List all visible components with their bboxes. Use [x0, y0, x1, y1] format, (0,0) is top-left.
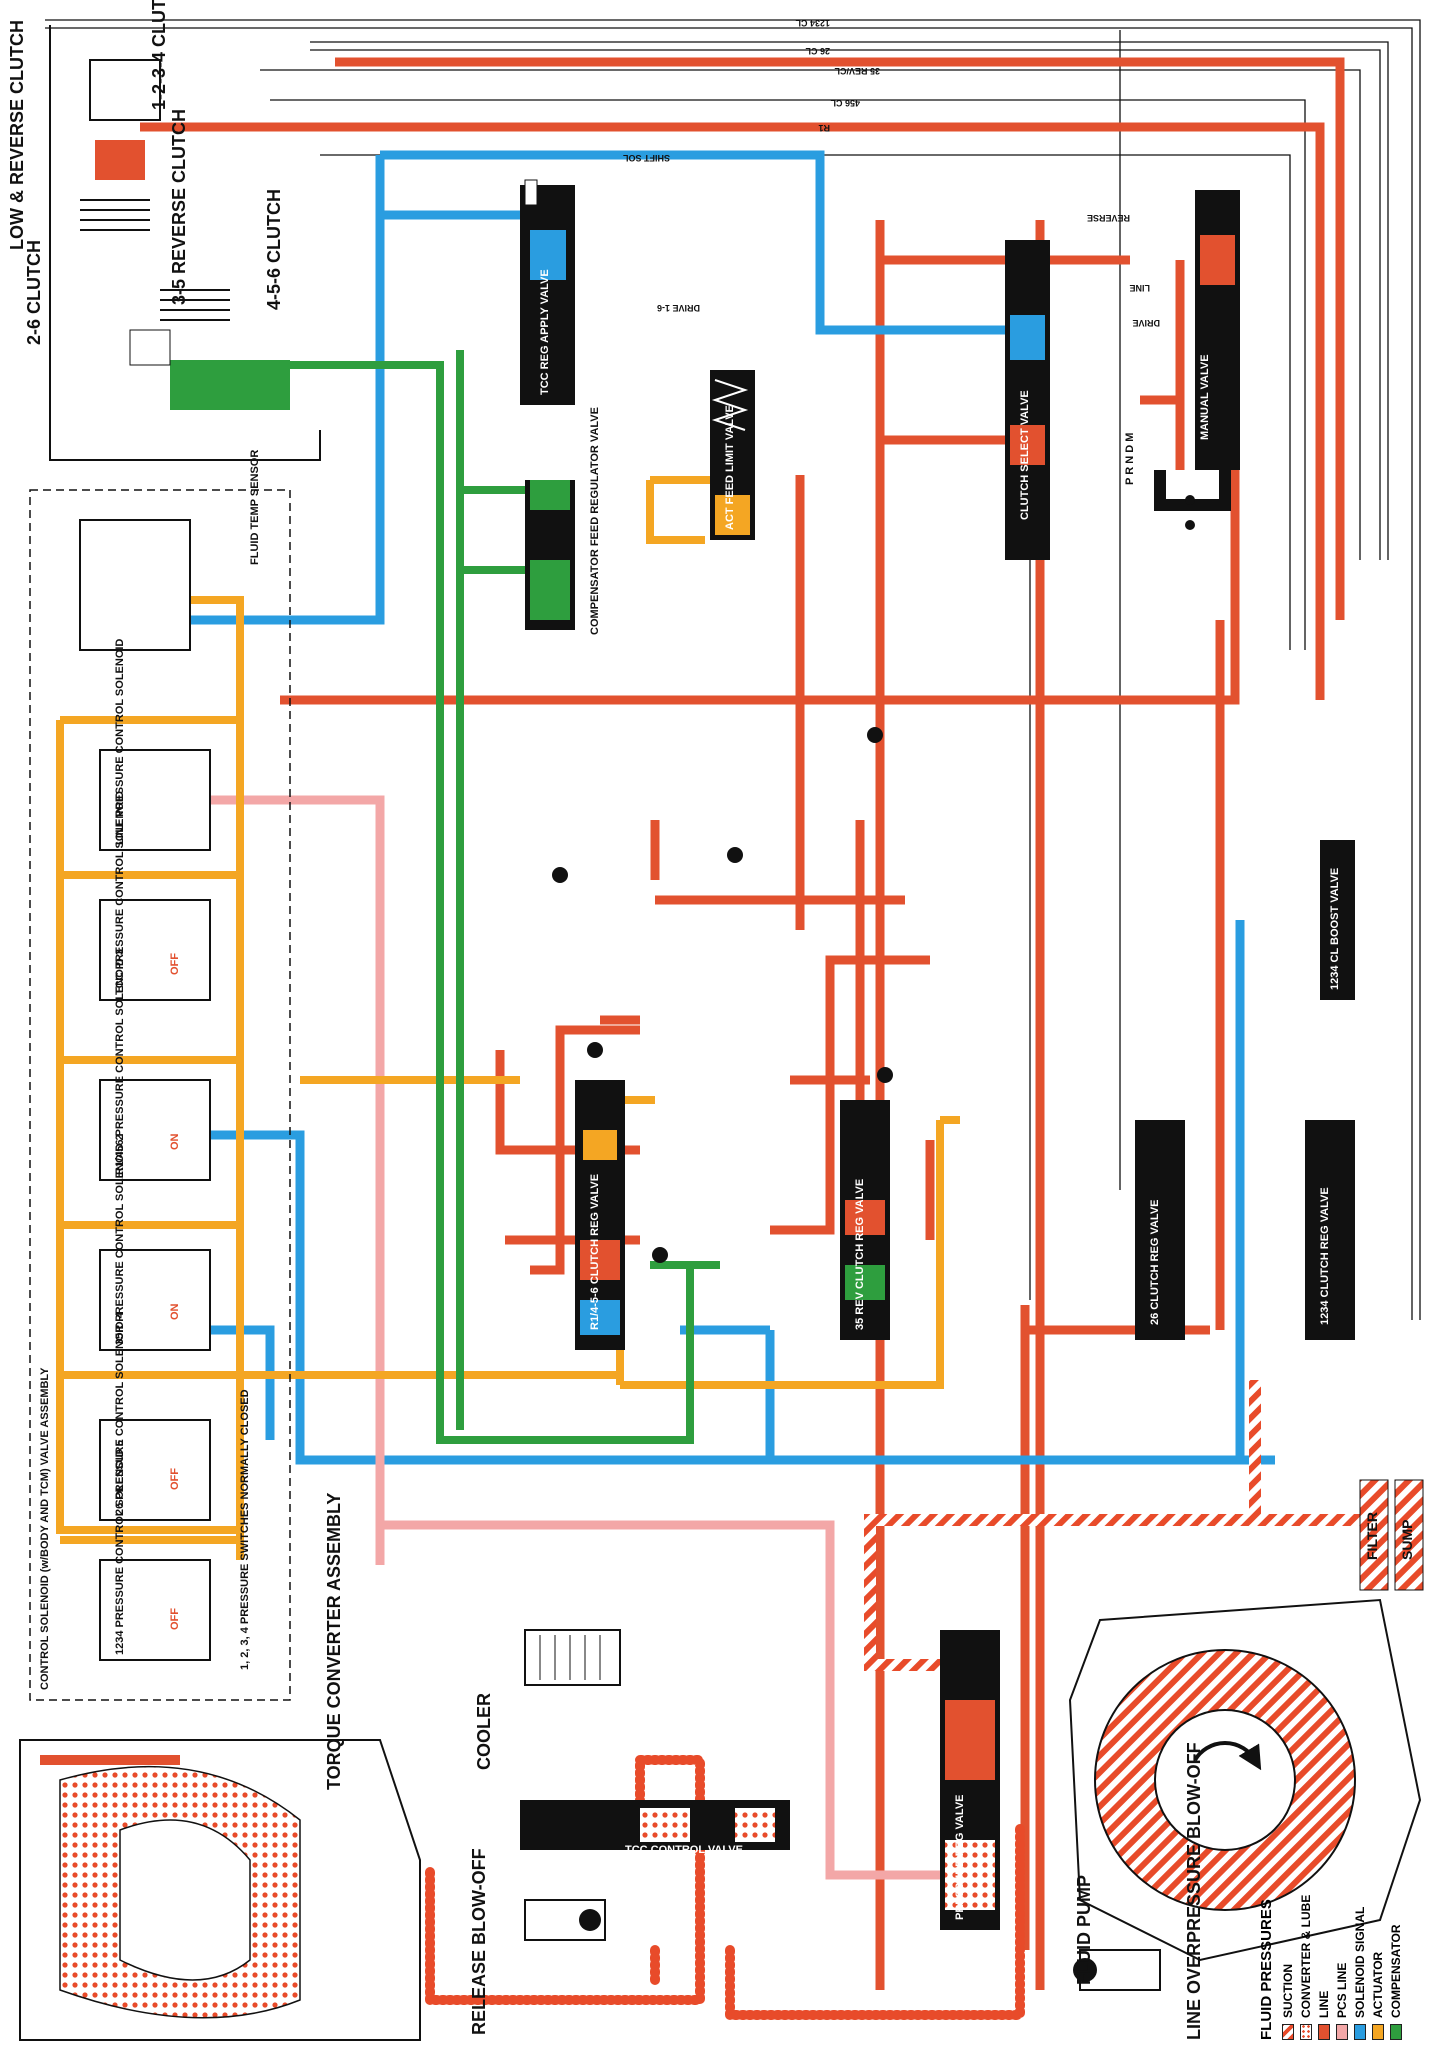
converter-passages: [425, 1755, 1025, 2020]
solenoid-state-r1456: ON: [169, 1133, 181, 1151]
legend-item-actuator: ACTUATOR: [1369, 1865, 1387, 2040]
fluid-pump: [1068, 1598, 1422, 1962]
legend-item-suction: SUCTION: [1279, 1865, 1297, 2040]
label-release-blowoff: RELEASE BLOW-OFF: [469, 1848, 489, 2035]
label-manual-valve: MANUAL VALVE: [1199, 354, 1211, 440]
label-1234-boost-valve: 1234 CL BOOST VALVE: [1329, 867, 1341, 990]
legend-item-compensator: COMPENSATOR: [1387, 1865, 1405, 2040]
label-sump: SUMP: [1399, 1519, 1415, 1560]
suction-passages: [864, 1380, 1380, 1671]
svg-text:456 CL: 456 CL: [830, 98, 860, 108]
label-fluid-pump: FLUID PUMP: [1074, 1875, 1094, 1985]
fluid-pressures-legend: FLUID PRESSURES SUCTION CONVERTER & LUBE…: [1258, 1865, 1445, 2040]
legend-item-solenoid-signal: SOLENOID SIGNAL: [1351, 1865, 1369, 2040]
solenoid-state-26: OFF: [169, 1468, 181, 1490]
1234-cl-boost-valve: [1320, 840, 1355, 1000]
svg-text:DRIVE: DRIVE: [1132, 318, 1160, 328]
clutch-assembly: [49, 25, 321, 461]
pressure-reg-valve: [940, 1630, 1000, 1930]
svg-text:SHIFT SOL: SHIFT SOL: [622, 153, 670, 163]
svg-text:1234 CL: 1234 CL: [795, 18, 830, 28]
label-clutch-select-valve: CLUTCH SELECT VALVE: [1019, 390, 1031, 520]
checkball-1: [867, 727, 883, 743]
label-tcc-reg-apply-valve: TCC REG APPLY VALVE: [539, 269, 551, 395]
checkball-group: [552, 727, 893, 1263]
control-solenoid-box: [29, 489, 291, 1701]
r1456-clutch-reg-valve: [575, 1080, 625, 1350]
cooler: [524, 1629, 621, 1686]
solenoid-stack: [79, 519, 211, 1661]
svg-text:35 REV/CL: 35 REV/CL: [834, 66, 880, 76]
label-456-clutch: 4-5-6 CLUTCH: [264, 188, 284, 310]
label-fluid-temp-sensor: FLUID TEMP SENSOR: [249, 449, 261, 565]
legend-item-line: LINE: [1315, 1865, 1333, 2040]
act-feed-limit-valve: [710, 370, 755, 540]
label-cooler: COOLER: [474, 1692, 494, 1770]
label-pressure-reg-valve: PRESSURE REG VALVE: [954, 1794, 966, 1920]
label-26-clutch: 2-6 CLUTCH: [24, 239, 44, 345]
label-low-reverse-clutch: LOW & REVERSE CLUTCH: [7, 19, 27, 250]
sump: [1394, 1479, 1424, 1591]
svg-text:26 CL: 26 CL: [805, 46, 830, 56]
label-35-reverse-clutch: 3-5 REVERSE CLUTCH: [169, 108, 189, 305]
label-r1456-reg-valve: R1/4-5-6 CLUTCH REG VALVE: [589, 1173, 601, 1330]
label-tcc-control-valve: TCC CONTROL VALVE: [625, 1844, 743, 1856]
checkball-6: [877, 1067, 893, 1083]
solenoid-state-1234: OFF: [169, 1608, 181, 1630]
signal-passages: [170, 150, 1275, 1465]
solenoid-state-tcc: OFF: [169, 953, 181, 975]
pcs-line-passages: [195, 795, 985, 1880]
35-rev-clutch-reg-valve: [840, 1100, 890, 1340]
compensator-feed-regulator-valve: [525, 480, 575, 630]
svg-text:DRIVE 1-6: DRIVE 1-6: [657, 303, 700, 313]
actuator-passages: [56, 476, 960, 1560]
svg-text:REVERSE: REVERSE: [1087, 213, 1130, 223]
passage-labels: 1234 CL 26 CL 35 REV/CL 456 CL R1 SHIFT …: [622, 18, 1160, 328]
release-blowoff-valve: [524, 1899, 606, 1941]
svg-text:R1: R1: [818, 123, 830, 133]
torque-converter: [19, 1739, 421, 2041]
solenoid-state-35r: ON: [169, 1303, 181, 1321]
line-blowoff-valve: [1073, 1949, 1161, 1991]
solenoid-label-1234: 1234 PRESSURE CONTROL SOLENOID 5: [114, 1440, 126, 1655]
26-clutch-reg-valve: [1135, 1120, 1185, 1340]
valves: [520, 179, 1355, 1930]
checkball-4: [652, 1247, 668, 1263]
label-torque-converter: TORQUE CONVERTER ASSEMBLY: [324, 1492, 344, 1790]
label-pressure-switches: 1, 2, 3, 4 PRESSURE SWITCHES NORMALLY CL…: [239, 1389, 251, 1670]
label-prndm: P R N D M: [1124, 432, 1136, 485]
1234-clutch-reg-valve: [1305, 1120, 1355, 1340]
compensator-passages: [180, 350, 720, 1444]
svg-text:LINE: LINE: [1129, 283, 1150, 293]
label-1234-reg-valve: 1234 CLUTCH REG VALVE: [1319, 1187, 1331, 1325]
checkball-3: [552, 867, 568, 883]
filter: [1359, 1479, 1389, 1591]
label-line-blowoff: LINE OVERPRESSURE BLOW-OFF: [1184, 1742, 1204, 2040]
legend-item-pcs-line: PCS LINE: [1333, 1865, 1351, 2040]
tcc-control-valve: [520, 1800, 790, 1850]
tcc-reg-apply-valve: [520, 179, 575, 405]
checkball-5: [587, 1042, 603, 1058]
label-compensator-feed-reg: COMPENSATOR FEED REGULATOR VALVE: [589, 407, 601, 635]
legend-title: FLUID PRESSURES: [1258, 1899, 1275, 2040]
label-1234-clutch: 1-2-3-4 CLUTCH: [149, 0, 169, 110]
label-26-reg-valve: 26 CLUTCH REG VALVE: [1149, 1199, 1161, 1326]
clutch-select-valve: [1005, 240, 1050, 560]
checkball-2: [727, 847, 743, 863]
label-filter: FILTER: [1364, 1512, 1380, 1560]
label-act-feed-limit-valve: ACT FEED LIMIT VALVE: [724, 405, 736, 530]
manual-valve: [1154, 190, 1240, 530]
legend-item-converter: CONVERTER & LUBE: [1297, 1865, 1315, 2040]
label-35-reg-valve: 35 REV CLUTCH REG VALVE: [854, 1178, 866, 1330]
label-control-solenoid: CONTROL SOLENOID (w/BODY AND TCM) VALVE …: [39, 1367, 51, 1690]
